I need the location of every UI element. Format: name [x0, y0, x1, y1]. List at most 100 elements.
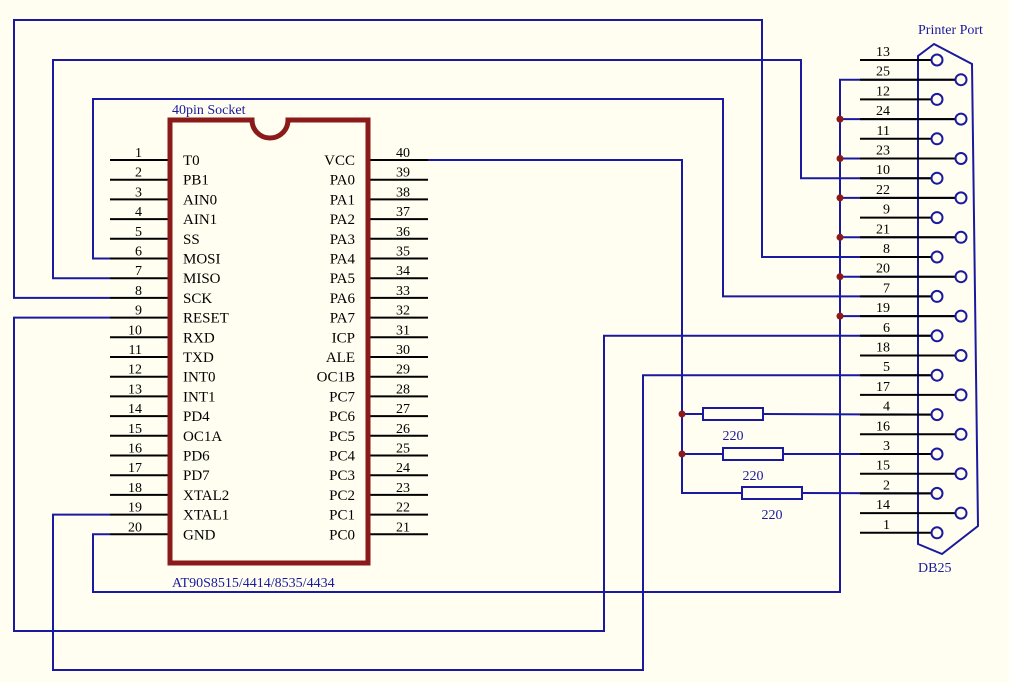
ic-pin-number: 9: [135, 304, 142, 319]
resistor-body: [702, 407, 764, 421]
ic-pin-label: INT0: [183, 370, 216, 386]
wire-xtal1-pin19: [52, 374, 937, 671]
ic-pin-number: 35: [396, 245, 410, 260]
db25-pin-contact: [930, 447, 944, 461]
ic-pin-label: PC6: [329, 409, 355, 425]
db25-pin-contact: [954, 309, 968, 323]
db25-pin-1: 1: [860, 518, 944, 540]
ic-pin-label: PC7: [329, 389, 355, 405]
ic-pin-number: 16: [128, 442, 142, 457]
db25-pin-number: 6: [883, 321, 890, 336]
ic-pin-number: 7: [135, 264, 142, 279]
ic-pin-number: 12: [128, 363, 142, 378]
ic-pin-label: PC2: [329, 488, 355, 504]
ic-pin-label: OC1B: [317, 370, 355, 386]
ic-pin-right-36: 36 PA3: [330, 225, 428, 248]
ic-body-outline: [167, 117, 371, 566]
db25-pin-contact: [930, 368, 944, 382]
ic-pin-label: PA2: [330, 212, 355, 228]
junction-dot: [836, 115, 844, 123]
db25-pin-contact: [954, 270, 968, 284]
db25-pin-number: 23: [876, 144, 890, 159]
wire-vcc-pin40: [428, 159, 742, 494]
ic-pin-number: 32: [396, 304, 410, 319]
ic-pin-number: 37: [396, 205, 410, 220]
db25-pin-9: 9: [860, 203, 944, 225]
db25-pin-10: 10: [860, 163, 944, 185]
ic-pin-right-26: 26 PC5: [329, 422, 428, 445]
db25-pin-number: 8: [883, 242, 890, 257]
db25-pin-15: 15: [860, 459, 968, 481]
ic-pin-label: PC3: [329, 468, 355, 484]
db25-pin-23: 23: [860, 144, 968, 165]
ic-pin-number: 36: [396, 225, 410, 240]
db25-pin-11: 11: [860, 124, 944, 146]
ic-pin-label: XTAL1: [183, 508, 229, 524]
db25-pin-number: 7: [883, 281, 890, 296]
ic-pin-label: T0: [183, 153, 200, 169]
junction-dot: [836, 233, 844, 241]
ic-pin-label: OC1A: [183, 429, 222, 445]
resistor-value: 220: [762, 508, 783, 523]
db25-pin-number: 19: [876, 301, 890, 316]
db25-pin-number: 16: [876, 419, 890, 434]
db25-pin-contact: [930, 408, 944, 422]
ic-pin-number: 28: [396, 382, 410, 397]
ic-pin-label: PA3: [330, 232, 355, 248]
wires: [13, 19, 961, 671]
ic-pin-right-37: 37 PA2: [330, 205, 428, 228]
db25-pin-number: 14: [876, 498, 890, 513]
db25-title: Printer Port: [918, 23, 983, 38]
db25-pin-16: 16: [860, 419, 968, 441]
ic-pin-label: PC5: [329, 429, 355, 445]
junction-dot: [836, 194, 844, 202]
ic-pin-number: 38: [396, 185, 410, 200]
resistor-2: 220: [722, 447, 784, 484]
db25-pin-number: 10: [876, 163, 890, 178]
ic-pin-number: 39: [396, 166, 410, 181]
ic-pin-right-28: 28 PC7: [329, 382, 428, 405]
db25-pin-contact: [954, 230, 968, 244]
ic-pin-right-30: 30 ALE: [326, 343, 428, 366]
db25-pin-contact: [954, 427, 968, 441]
ic-pin-label: PC4: [329, 449, 355, 465]
ic-pin-label: ALE: [326, 350, 355, 366]
ic-pin-label: MOSI: [183, 252, 221, 268]
db25-shell-outline: [917, 42, 980, 556]
wire-reset-pin9: [13, 316, 937, 632]
db25-pin-21: 21: [860, 222, 968, 244]
db25-pin-25: 25: [860, 65, 968, 87]
db25-pin-6: 6: [860, 321, 944, 343]
ic-pin-label: VCC: [324, 153, 355, 169]
ic-pin-number: 24: [396, 461, 410, 476]
db25-pin-4: 4: [860, 400, 944, 422]
wire-mosi-pin6: [92, 98, 937, 298]
ic-pin-number: 30: [396, 343, 410, 358]
ic-pin-label: SS: [183, 232, 200, 248]
ic-pin-right-24: 24 PC3: [329, 461, 428, 484]
db25-pin-contact: [930, 92, 944, 106]
db25-pin-24: 24: [860, 104, 968, 126]
ic-pin-number: 10: [128, 323, 142, 338]
ic-pin-label: PD7: [183, 468, 210, 484]
resistor-value: 220: [743, 469, 764, 484]
ic-pin-number: 26: [396, 422, 410, 437]
ic-pin-label: PB1: [183, 173, 209, 189]
